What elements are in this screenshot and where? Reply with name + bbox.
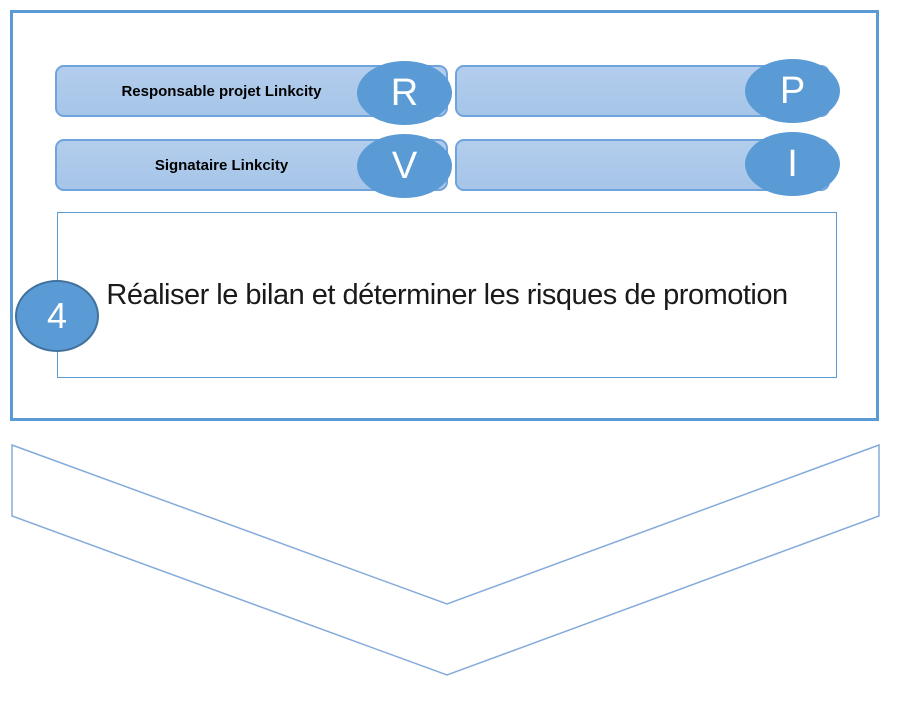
role-pill-label: Responsable projet Linkcity [121,82,322,100]
step-number: 4 [46,295,68,336]
raci-badge-p: P [745,59,840,123]
raci-badge-i: I [745,132,840,196]
raci-badge-v: V [357,134,452,198]
role-pill-label: Signataire Linkcity [154,156,289,174]
step-number-circle: 4 [15,280,99,352]
step-description-box: Réaliser le bilan et déterminer les risq… [57,212,837,378]
step-description: Réaliser le bilan et déterminer les risq… [106,278,788,311]
step-outline-box [10,10,879,421]
raci-badge-r: R [357,61,452,125]
